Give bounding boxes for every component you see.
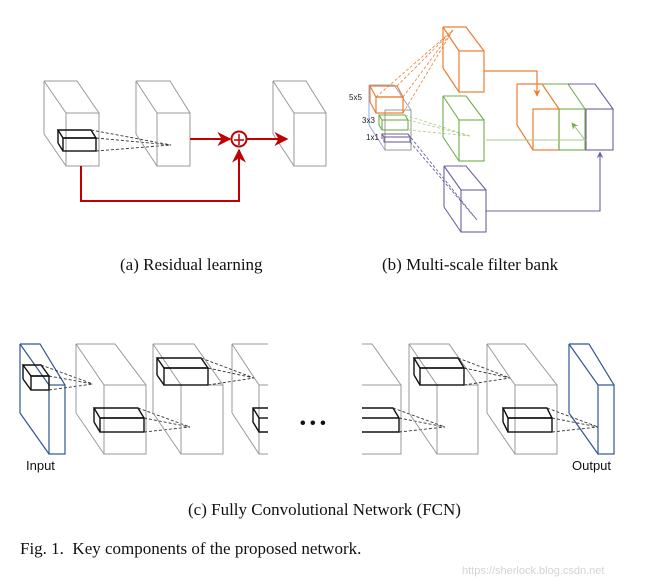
layer-field-lines-6: [546, 407, 599, 433]
subfigure-b-filter-bank: 5x5 3x3 1x1: [349, 26, 614, 233]
kernel-3x3: [378, 114, 409, 131]
figure-caption: Fig. 1. Key components of the proposed n…: [20, 539, 362, 558]
kernel-1x1: [380, 133, 412, 143]
output-label: Output: [572, 458, 611, 473]
filter-label-3x3: 3x3: [362, 116, 375, 125]
feature-block-1: [43, 80, 100, 167]
layer-block-4-partial: [362, 343, 402, 455]
layer-kernel-6: [501, 407, 554, 433]
feature-block-3: [272, 80, 327, 167]
feature-block-2: [135, 80, 191, 167]
input-field-lines: [40, 364, 94, 391]
watermark: https://sherlock.blog.csdn.net: [462, 565, 605, 577]
layer-field-lines-5: [457, 357, 511, 386]
ellipsis-more-layers: • • •: [300, 415, 326, 432]
arrow-1x1-to-concat: [486, 151, 604, 212]
concat-purple: [568, 83, 614, 151]
layer-block-6: [486, 343, 558, 455]
branch-5x5-field: [375, 29, 454, 114]
branch-1x1-output: [443, 165, 487, 233]
layer-block-3-partial: [231, 343, 268, 455]
filter-label-5x5: 5x5: [349, 93, 362, 102]
branch-3x3-field: [404, 114, 471, 137]
branch-3x3-output: [442, 95, 485, 162]
caption-c: (c) Fully Convolutional Network (FCN): [188, 500, 461, 519]
branch-1x1-field: [407, 133, 478, 221]
kernel-5x5: [368, 85, 405, 114]
caption-b: (b) Multi-scale filter bank: [382, 255, 559, 274]
layer-kernel-1: [92, 407, 146, 433]
layer-block-5: [408, 343, 479, 455]
sum-node-icon: [230, 130, 248, 148]
input-kernel: [21, 364, 51, 391]
arrow-3x3-to-concat: [486, 122, 587, 141]
arrow-5x5-to-concat: [484, 70, 541, 97]
input-slab: [19, 343, 66, 455]
output-slab: [568, 343, 615, 455]
layer-kernel-2: [155, 357, 210, 386]
conv-kernel: [56, 129, 98, 152]
layer-field-lines-2: [200, 357, 255, 386]
layer-block-2: [152, 343, 224, 455]
layer-block-1: [75, 343, 147, 455]
receptive-field-lines: [90, 129, 172, 152]
residual-arrows: [80, 130, 289, 202]
filter-label-1x1: 1x1: [366, 133, 379, 142]
layer-field-lines-4: [392, 407, 446, 433]
layer-kernel-4-partial: [362, 407, 400, 433]
layer-kernel-3-partial: [252, 407, 268, 433]
subfigure-c-fcn: • • •: [19, 343, 615, 473]
caption-a: (a) Residual learning: [120, 255, 263, 274]
input-label: Input: [26, 458, 55, 473]
subfigure-a-residual-learning: [43, 80, 327, 202]
branch-5x5-output: [442, 26, 485, 93]
